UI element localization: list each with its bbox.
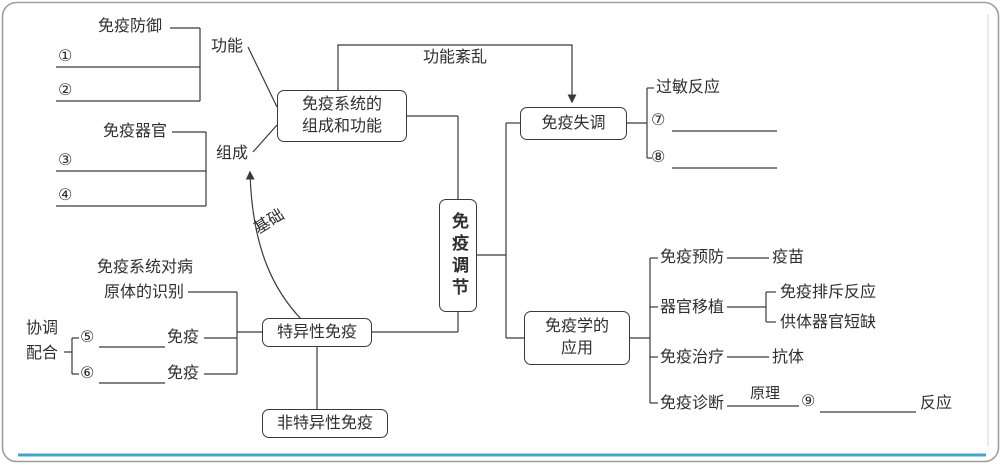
connectors (56, 27, 916, 413)
coordination-line2: 配合 (26, 345, 59, 362)
app-rejection-label: 免疫排斥反应 (780, 284, 877, 301)
specific-blank-6: ⑥ (80, 365, 95, 382)
center-immune-regulation-box: 免疫调节 (439, 199, 477, 312)
specific-blank-5: ⑤ (80, 329, 95, 346)
app-antibody-label: 抗体 (772, 349, 805, 366)
immunology-application-box: 免疫学的 应用 (524, 311, 630, 365)
recognition-line1: 免疫系统对病 (97, 259, 194, 276)
top-arrow-label: 功能紊乱 (423, 49, 488, 66)
center-box-label: 免疫调节 (449, 211, 468, 300)
nonspecific-immunity-box: 非特异性免疫 (262, 409, 388, 438)
disorder-blank-8: ⑧ (651, 149, 666, 166)
disorder-blank-7: ⑦ (651, 112, 666, 129)
nonspecific-immunity-label: 非特异性免疫 (276, 414, 373, 432)
application-box-line2: 应用 (560, 340, 593, 357)
app-prevention-label: 免疫预防 (660, 249, 725, 266)
composition-blank-2: ④ (58, 187, 73, 204)
app-diagnosis-blank-9: ⑨ (801, 393, 816, 410)
immune-disorder-label: 免疫失调 (541, 114, 606, 132)
recognition-line2: 原体的识别 (104, 284, 185, 301)
composition-given-label: 免疫器官 (103, 123, 168, 140)
app-diagnosis-label: 免疫诊断 (660, 395, 725, 412)
immune-system-box-line1: 免疫系统的 (301, 96, 382, 113)
app-shortage-label: 供体器官短缺 (780, 314, 877, 331)
app-vaccine-label: 疫苗 (772, 249, 805, 266)
coordination-line1: 协调 (26, 320, 59, 337)
app-therapy-label: 免疫治疗 (660, 349, 725, 366)
immune-disorder-box: 免疫失调 (520, 107, 627, 140)
app-transplant-label: 器官移植 (660, 299, 725, 316)
function-blank-2: ② (58, 82, 73, 99)
specific-immunity-box: 特异性免疫 (262, 318, 372, 347)
app-reaction-label: 反应 (920, 395, 953, 412)
specific-blank-5-suffix: 免疫 (167, 329, 200, 346)
disorder-item-allergy: 过敏反应 (656, 79, 721, 96)
function-blank-1: ① (58, 48, 73, 65)
function-group-label: 功能 (211, 38, 244, 55)
immune-system-box-line2: 组成和功能 (301, 118, 382, 135)
immune-system-box: 免疫系统的 组成和功能 (277, 90, 407, 142)
function-given-label: 免疫防御 (98, 18, 163, 35)
app-principle-label: 原理 (750, 386, 781, 402)
specific-immunity-label: 特异性免疫 (276, 323, 357, 341)
specific-blank-6-suffix: 免疫 (167, 365, 200, 382)
composition-blank-1: ③ (58, 152, 73, 169)
application-box-line1: 免疫学的 (544, 318, 609, 335)
composition-group-label: 组成 (216, 145, 249, 162)
